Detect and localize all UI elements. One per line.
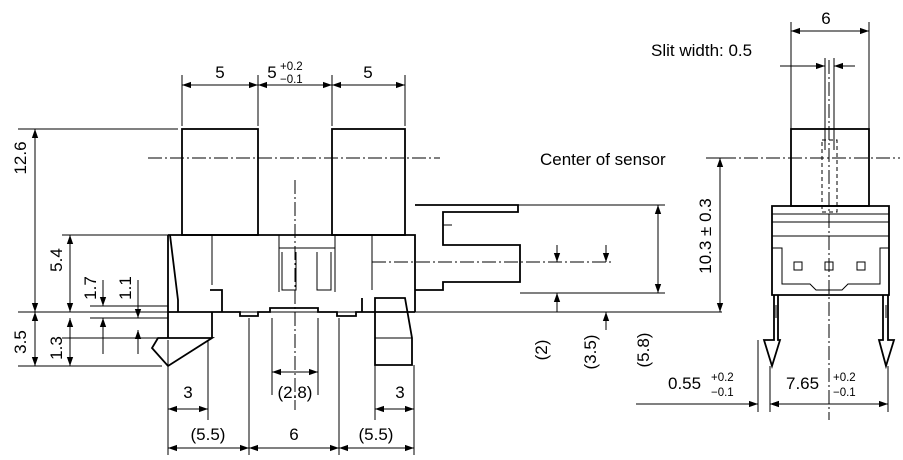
- dim-3-5: 3.5: [11, 330, 30, 354]
- slot-tabs: [281, 252, 332, 291]
- side-pin-2: [824, 261, 834, 271]
- connector-housing: [415, 204, 521, 291]
- base-bottom: [168, 307, 415, 317]
- dim-1-3: 1.3: [47, 336, 66, 360]
- dim-top-middle: 5: [267, 63, 276, 82]
- dim-top-left: 5: [215, 63, 224, 82]
- dim-left-3: 3: [183, 383, 192, 402]
- front-view: 5 5 +0.2 −0.1 5 12.6 5.4 1.7 1.1 3.5 1.3…: [11, 61, 722, 455]
- receiver-block: [331, 128, 406, 236]
- dim-left-5-5: (5.5): [191, 425, 226, 444]
- side-pin-3: [856, 261, 866, 271]
- dim-7-65-tol-minus: −0.1: [833, 387, 856, 399]
- side-leg-right: [877, 295, 896, 370]
- center-of-sensor-label: Center of sensor: [540, 150, 666, 169]
- side-window: [772, 247, 889, 291]
- dim-top-middle-tol-plus: +0.2: [280, 61, 303, 73]
- dim-1-1: 1.1: [116, 276, 135, 300]
- dim-right-3: 3: [395, 383, 404, 402]
- side-pin-1: [793, 261, 803, 271]
- base-body: [167, 234, 416, 312]
- side-leg-marks: [775, 305, 887, 318]
- dim-2: (2): [532, 340, 551, 361]
- dim-12-6: 12.6: [11, 141, 30, 174]
- right-latch: [361, 297, 413, 366]
- slit-width-label: Slit width: 0.5: [651, 41, 752, 60]
- dim-0-55: 0.55: [668, 374, 701, 393]
- emitter-block: [181, 128, 259, 236]
- dim-top-right: 5: [363, 63, 372, 82]
- dim-7-65: 7.65: [786, 374, 819, 393]
- dim-1-7: 1.7: [81, 276, 100, 300]
- side-view: 6 Slit width: 0.5 Center of sensor 10.3 …: [540, 9, 900, 420]
- dim-top-middle-tol-minus: −0.1: [280, 74, 303, 86]
- dim-5-8: (5.8): [634, 333, 653, 368]
- dim-center-2-8: (2.8): [278, 383, 313, 402]
- dim-center-6: 6: [289, 425, 298, 444]
- dim-0-55-tol-plus: +0.2: [711, 372, 734, 384]
- dim-right-5-5: (5.5): [359, 425, 394, 444]
- dim-0-55-tol-minus: −0.1: [711, 387, 734, 399]
- side-leg-left: [762, 295, 782, 370]
- dim-7-65-tol-plus: +0.2: [833, 372, 856, 384]
- side-upper-block: [790, 128, 870, 207]
- center-slot: [278, 235, 336, 292]
- dim-5-4: 5.4: [47, 248, 66, 272]
- dim-side-height: 10.3 ± 0.3: [696, 198, 715, 274]
- dim-3-5-right: (3.5): [581, 335, 600, 370]
- side-lower-body: [771, 205, 890, 296]
- dim-side-width: 6: [821, 9, 830, 28]
